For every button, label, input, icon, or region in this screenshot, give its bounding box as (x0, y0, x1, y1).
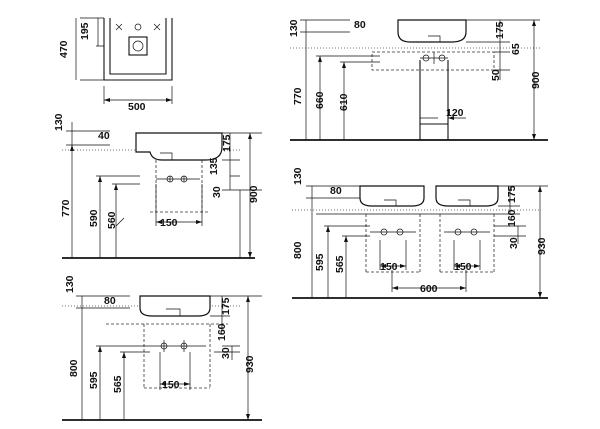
basin-side (135, 132, 223, 161)
single-wall-800-view: 130 80 800 595 565 150 175 160 30 930 (62, 275, 262, 421)
dim-590: 590 (88, 209, 100, 227)
cabinet-right (439, 214, 495, 273)
dim-135: 135 (208, 157, 220, 175)
drain-icon (132, 40, 144, 52)
tap-icon (166, 175, 174, 183)
basin-left (359, 185, 425, 207)
dim-120: 120 (446, 107, 464, 119)
dim-150-right: 150 (454, 261, 472, 273)
dim-150: 150 (162, 379, 180, 391)
dim-80: 80 (354, 19, 366, 31)
dim-565: 565 (112, 375, 124, 393)
dim-660: 660 (314, 91, 326, 109)
dim-565: 565 (334, 255, 346, 273)
dim-80: 80 (330, 185, 342, 197)
tap-icon (180, 175, 188, 183)
dim-130: 130 (292, 167, 304, 185)
dim-595: 595 (314, 253, 326, 271)
console-view: 130 80 770 660 610 120 175 65 50 900 (288, 19, 548, 141)
dim-800: 800 (292, 241, 304, 259)
dim-130: 130 (53, 113, 65, 131)
dim-800: 800 (68, 359, 80, 377)
dim-930: 930 (536, 237, 548, 255)
dim-470: 470 (58, 40, 70, 58)
dim-40: 40 (98, 130, 110, 142)
dim-160: 160 (216, 323, 228, 341)
tap-hole-icon (134, 23, 142, 31)
dim-150: 150 (160, 217, 178, 229)
overflow-square (128, 36, 148, 56)
dim-130: 130 (64, 275, 76, 293)
dim-30: 30 (508, 237, 520, 249)
dim-195: 195 (79, 22, 91, 40)
single-wall-view: 130 40 770 590 560 150 175 135 30 900 (53, 113, 262, 259)
console-frame (371, 51, 495, 71)
dim-150-left: 150 (380, 261, 398, 273)
dim-30: 30 (220, 347, 232, 359)
plan-view: 195 470 500 (58, 17, 173, 113)
console-legs (419, 60, 449, 140)
basin-outline (103, 18, 173, 81)
dim-175: 175 (220, 297, 232, 315)
cabinet-left (365, 214, 421, 273)
dim-770: 770 (60, 199, 72, 217)
basin-bowl (109, 18, 167, 75)
dim-600: 600 (420, 283, 438, 295)
dim-770: 770 (292, 87, 304, 105)
dim-80: 80 (104, 295, 116, 307)
dim-595: 595 (88, 371, 100, 389)
dim-930: 930 (244, 355, 256, 373)
dim-560: 560 (106, 211, 118, 229)
dim-50: 50 (490, 69, 502, 81)
dim-175: 175 (494, 21, 506, 39)
dim-175: 175 (506, 185, 518, 203)
dim-30: 30 (211, 186, 223, 198)
basin-side (139, 295, 211, 317)
dim-160: 160 (506, 209, 518, 227)
dim-500: 500 (128, 101, 146, 113)
dim-900: 900 (248, 185, 260, 203)
dim-130: 130 (288, 19, 300, 37)
tap-hole-marks (115, 23, 161, 31)
basin-side (397, 19, 467, 43)
dim-175: 175 (221, 134, 233, 152)
dim-610: 610 (338, 93, 350, 111)
dim-900: 900 (530, 71, 542, 89)
dim-65: 65 (510, 43, 522, 55)
basin-right (435, 185, 499, 207)
double-basin-view: 130 80 800 595 565 150 150 600 175 160 3… (292, 167, 548, 299)
